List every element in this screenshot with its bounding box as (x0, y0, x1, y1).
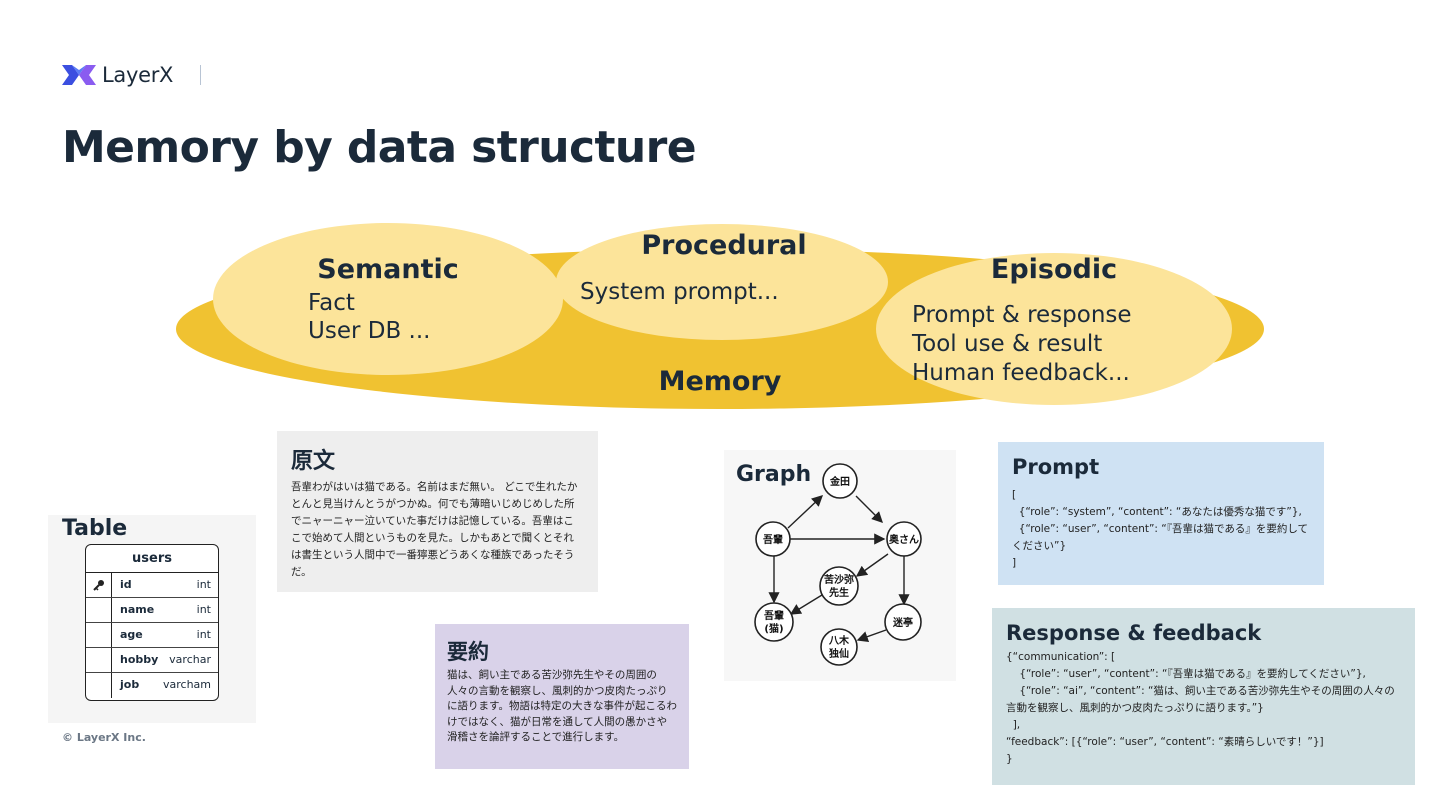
prompt-code: [ {“role”: “system”, “content”: “あなたは優秀な… (1012, 489, 1309, 569)
graph-edge (787, 495, 824, 529)
semantic-line: User DB ... (308, 318, 430, 344)
semantic-line: Fact (308, 290, 355, 316)
node-label: 独仙 (829, 647, 849, 660)
node-label: 八木 (828, 634, 850, 647)
graph-edge (789, 594, 823, 615)
semantic-title: Semantic (317, 254, 459, 285)
graph-edge (855, 553, 889, 577)
column-type: int (196, 578, 211, 591)
table-row: age int (86, 623, 218, 648)
table-title: Table (62, 516, 128, 541)
summary-card: 要約 猫は、飼い主である苦沙弥先生やその周囲の人々の言動を観察し、風刺的かつ皮肉… (435, 624, 689, 769)
prompt-title: Prompt (1012, 455, 1100, 479)
column-type: int (196, 603, 211, 616)
node-label: 奥さん (889, 533, 919, 546)
episodic-ellipse (876, 253, 1232, 405)
episodic-line: Prompt & response (912, 302, 1132, 328)
column-name: id (120, 578, 132, 591)
column-type: varcham (162, 678, 211, 691)
key-cell (86, 598, 112, 622)
key-cell (86, 648, 112, 672)
graph-node (884, 603, 922, 641)
graph-node (754, 602, 794, 642)
graph-node (819, 566, 859, 606)
header-divider (200, 65, 201, 85)
procedural-title: Procedural (641, 230, 806, 261)
node-label: 吾輩 (764, 609, 784, 622)
node-label: 吾輩 (763, 533, 783, 546)
key-cell (86, 673, 112, 698)
procedural-ellipse (556, 224, 888, 340)
key-cell (86, 623, 112, 647)
graph-edge (855, 495, 883, 523)
table-name: users (86, 545, 218, 573)
episodic-line: Tool use & result (911, 331, 1102, 357)
node-label: (猫) (764, 622, 783, 635)
graph-edge (856, 629, 887, 642)
graph-title: Graph (736, 462, 812, 487)
original-text-card: 原文 吾輩わがはいは猫である。名前はまだ無い。 どこで生れたかとんと見当けんとう… (277, 431, 598, 592)
node-label: 金田 (829, 475, 850, 488)
graph-node (820, 628, 858, 666)
table-row: id int (86, 573, 218, 598)
semantic-ellipse (213, 223, 563, 375)
graph-node (755, 521, 791, 557)
brand-name: LayerX (102, 63, 174, 87)
episodic-title: Episodic (991, 254, 1117, 285)
graph-node (886, 521, 922, 557)
column-name: job (120, 678, 140, 691)
original-body: 吾輩わがはいは猫である。名前はまだ無い。 どこで生れたかとんと見当けんとうがつか… (291, 481, 578, 578)
node-label: 先生 (829, 586, 849, 599)
layerx-logo-icon (62, 65, 96, 85)
table-row: job varcham (86, 673, 218, 698)
procedural-line: System prompt... (580, 279, 779, 305)
memory-diagram: Memory Semantic Fact User DB ... Procedu… (176, 223, 1264, 409)
graph-node (822, 463, 858, 499)
page-title: Memory by data structure (62, 122, 697, 173)
memory-label: Memory (659, 366, 782, 397)
episodic-line: Human feedback... (912, 360, 1130, 386)
column-name: name (120, 603, 155, 616)
column-type: varchar (169, 653, 211, 666)
response-code: {“communication”: [ {“role”: “user”, “co… (1006, 651, 1395, 765)
brand-logo: LayerX (62, 61, 222, 91)
original-title: 原文 (291, 449, 336, 474)
summary-title: 要約 (447, 640, 489, 664)
node-label: 苦沙弥 (824, 573, 854, 586)
key-icon (86, 573, 112, 597)
table-row: name int (86, 598, 218, 623)
db-table: users id int name int age int hobby varc… (85, 544, 219, 701)
response-title: Response & feedback (1006, 621, 1262, 645)
column-name: hobby (120, 653, 159, 666)
copyright: © LayerX Inc. (62, 731, 146, 744)
table-card: Table users id int name int age int hobb… (48, 515, 256, 723)
knowledge-graph: 金田 吾輩 奥さん 苦沙弥 先生 吾輩 (猫) 迷亭 八木 独仙 (754, 463, 922, 666)
graph-card: 金田 吾輩 奥さん 苦沙弥 先生 吾輩 (猫) 迷亭 八木 独仙 Graph (724, 450, 956, 681)
column-type: int (196, 628, 211, 641)
response-card: Response & feedback {“communication”: [ … (992, 608, 1415, 785)
summary-body: 猫は、飼い主である苦沙弥先生やその周囲の人々の言動を観察し、風刺的かつ皮肉たっぷ… (447, 669, 677, 743)
prompt-card: Prompt [ {“role”: “system”, “content”: “… (998, 442, 1324, 585)
table-row: hobby varchar (86, 648, 218, 673)
column-name: age (120, 628, 143, 641)
node-label: 迷亭 (892, 616, 913, 629)
